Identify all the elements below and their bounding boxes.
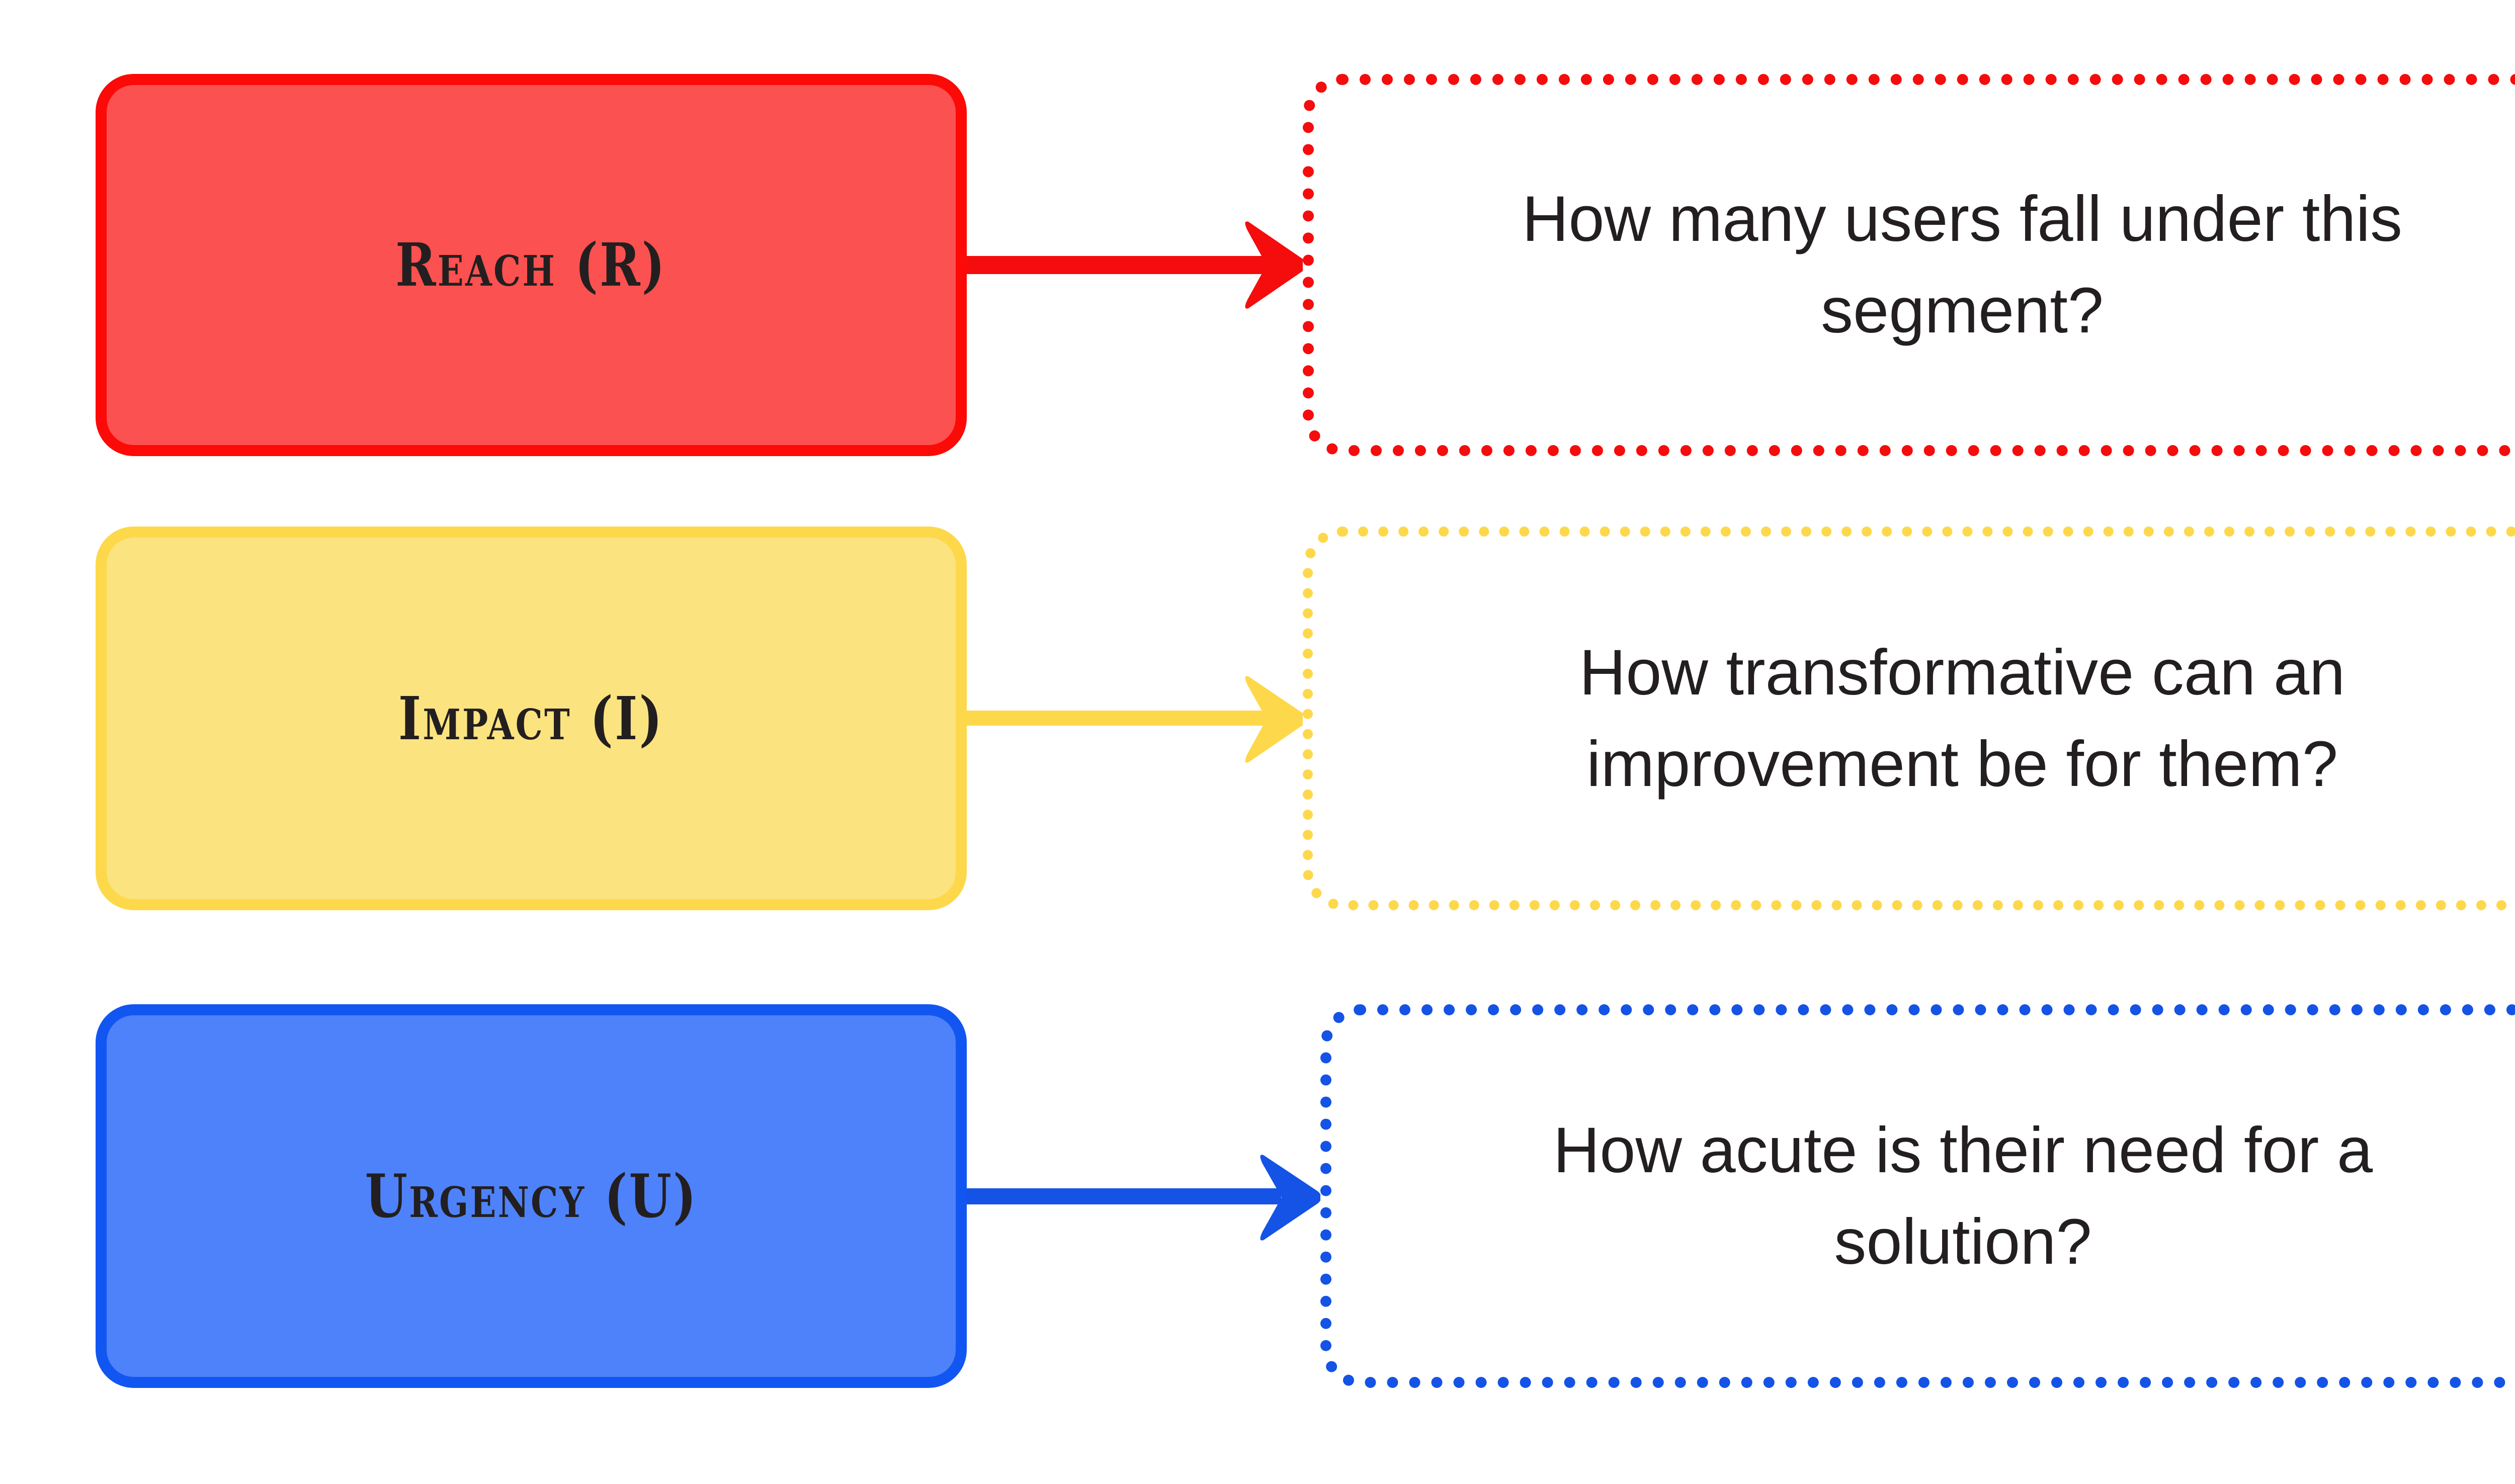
arrow-urgency [967, 1155, 1321, 1241]
diagram-row-reach: Reach (R) How many users fall under this… [0, 74, 2515, 456]
card-reach-text: How many users fall under this segment? [1522, 183, 2403, 346]
chip-impact-label: Impact (I) [398, 683, 664, 753]
card-urgency-text: How acute is their need for a solution? [1553, 1114, 2373, 1278]
card-reach: How many users fall under this segment? [1303, 74, 2515, 456]
chip-urgency[interactable]: Urgency (U) [96, 1004, 967, 1388]
arrow-reach [967, 221, 1306, 309]
chip-reach[interactable]: Reach (R) [96, 74, 967, 456]
diagram-row-urgency: Urgency (U) How acute is their need for … [0, 1004, 2515, 1388]
card-impact-text: How transformative can an improvement be… [1579, 636, 2345, 800]
diagram-row-impact: Impact (I) How transformative can an imp… [0, 527, 2515, 910]
chip-reach-label: Reach (R) [395, 230, 667, 300]
card-impact: How transformative can an improvement be… [1303, 527, 2515, 910]
arrow-impact [967, 676, 1306, 763]
chip-impact[interactable]: Impact (I) [96, 527, 967, 910]
chip-urgency-label: Urgency (U) [365, 1161, 698, 1231]
card-urgency: How acute is their need for a solution? [1320, 1004, 2515, 1388]
